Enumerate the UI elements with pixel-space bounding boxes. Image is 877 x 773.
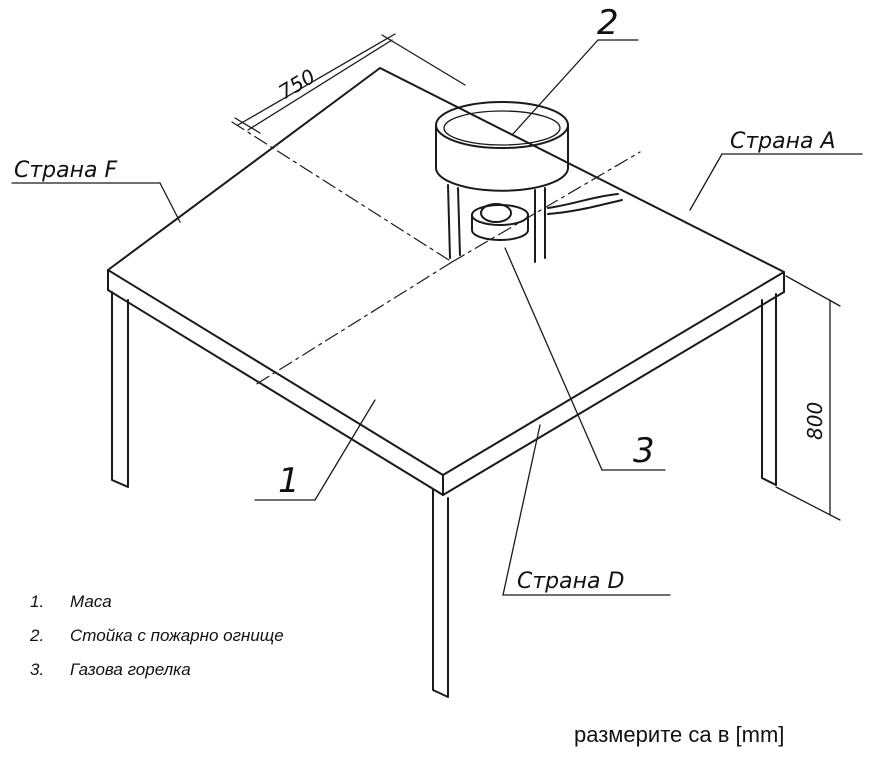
legend-text: Стойка с пожарно огнище: [70, 626, 284, 645]
legend-text: Газова горелка: [70, 660, 191, 679]
table-legs: [111, 291, 777, 698]
table-top: [107, 67, 785, 496]
legend-number: 2.: [30, 626, 45, 645]
part-1-label: 1: [278, 461, 300, 501]
legend-item: 2. Стойка с пожарно огнище: [30, 619, 284, 653]
legend-item: 3. Газова горелка: [30, 653, 284, 687]
part-3-label: 3: [633, 431, 655, 471]
side-d-label: Страна D: [517, 569, 624, 594]
units-note: размерите са в [mm]: [574, 722, 785, 747]
side-f-label: Страна F: [14, 158, 117, 183]
gas-burner: [471, 193, 623, 241]
legend-number: 1.: [30, 592, 45, 611]
dimension-800-label: 800: [803, 402, 827, 440]
legend-text: Маса: [70, 592, 112, 611]
side-a-label: Страна A: [730, 129, 836, 154]
part-2-label: 2: [597, 3, 619, 43]
dimension-750-label: 750: [274, 64, 319, 104]
leader-lines: [11, 39, 863, 596]
dimension-750: [234, 33, 466, 134]
fire-tray-stand: [435, 101, 569, 263]
legend-number: 3.: [30, 660, 45, 679]
legend: 1. Маса 2. Стойка с пожарно огнище 3. Га…: [30, 585, 284, 687]
legend-item: 1. Маса: [30, 585, 284, 619]
dimension-800: [775, 275, 841, 521]
